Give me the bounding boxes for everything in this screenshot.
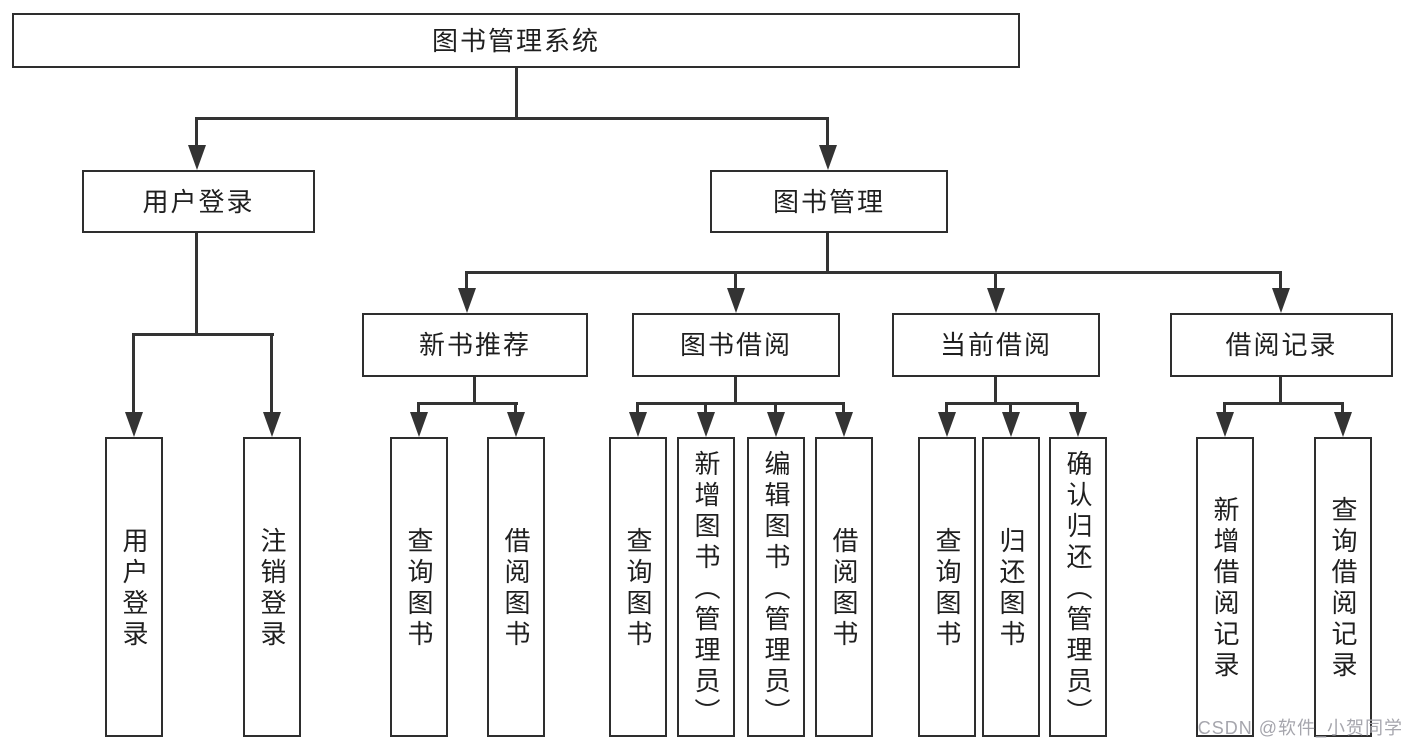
connector-line — [636, 402, 845, 405]
connector-line — [1076, 402, 1079, 414]
arrow-down-icon — [835, 412, 853, 437]
connector-line — [1223, 402, 1226, 414]
node-borrow-records: 借阅记录 — [1170, 313, 1393, 377]
connector-line — [1279, 271, 1282, 290]
connector-line — [945, 402, 948, 414]
leaf-query-borrow-record: 查询借阅记录 — [1314, 437, 1372, 737]
connector-line — [826, 117, 829, 147]
arrow-down-icon — [458, 288, 476, 313]
connector-line — [195, 117, 198, 147]
connector-line — [994, 271, 997, 290]
arrow-down-icon — [507, 412, 525, 437]
arrow-down-icon — [1272, 288, 1290, 313]
connector-line — [132, 333, 274, 336]
connector-line — [1279, 377, 1282, 405]
arrow-down-icon — [125, 412, 143, 437]
connector-line — [994, 377, 997, 405]
leaf-borrow-book-1: 借阅图书 — [487, 437, 545, 737]
connector-line — [842, 402, 845, 414]
arrow-down-icon — [1002, 412, 1020, 437]
arrow-down-icon — [819, 145, 837, 170]
arrow-down-icon — [727, 288, 745, 313]
node-library-management-system: 图书管理系统 — [12, 13, 1020, 68]
arrow-down-icon — [938, 412, 956, 437]
leaf-add-borrow-record: 新增借阅记录 — [1196, 437, 1254, 737]
node-book-borrowing: 图书借阅 — [632, 313, 840, 377]
connector-line — [132, 333, 135, 414]
connector-line — [1341, 402, 1344, 414]
leaf-edit-book-admin: 编辑图书（管理员） — [747, 437, 805, 737]
arrow-down-icon — [188, 145, 206, 170]
connector-line — [195, 233, 198, 336]
connector-line — [417, 402, 518, 405]
connector-line — [473, 377, 476, 405]
node-current-borrowing: 当前借阅 — [892, 313, 1100, 377]
arrow-down-icon — [987, 288, 1005, 313]
connector-line — [774, 402, 777, 414]
node-user-login: 用户登录 — [82, 170, 315, 233]
connector-line — [465, 271, 468, 290]
leaf-borrow-book-2: 借阅图书 — [815, 437, 873, 737]
arrow-down-icon — [697, 412, 715, 437]
connector-line — [1009, 402, 1012, 414]
connector-line — [734, 271, 737, 290]
leaf-query-book-3: 查询图书 — [918, 437, 976, 737]
leaf-return-book: 归还图书 — [982, 437, 1040, 737]
connector-line — [636, 402, 639, 414]
arrow-down-icon — [1069, 412, 1087, 437]
connector-line — [1223, 402, 1344, 405]
connector-line — [704, 402, 707, 414]
node-new-book-recommend: 新书推荐 — [362, 313, 588, 377]
leaf-query-book-2: 查询图书 — [609, 437, 667, 737]
connector-line — [417, 402, 420, 414]
connector-line — [465, 271, 1282, 274]
arrow-down-icon — [410, 412, 428, 437]
connector-line — [515, 68, 518, 120]
leaf-user-login: 用户登录 — [105, 437, 163, 737]
connector-line — [945, 402, 1079, 405]
connector-line — [195, 117, 829, 120]
connector-line — [270, 333, 273, 414]
arrow-down-icon — [1334, 412, 1352, 437]
connector-line — [734, 377, 737, 405]
arrow-down-icon — [629, 412, 647, 437]
node-book-management: 图书管理 — [710, 170, 948, 233]
leaf-query-book-1: 查询图书 — [390, 437, 448, 737]
connector-line — [514, 402, 517, 414]
arrow-down-icon — [767, 412, 785, 437]
arrow-down-icon — [1216, 412, 1234, 437]
arrow-down-icon — [263, 412, 281, 437]
leaf-add-book-admin: 新增图书（管理员） — [677, 437, 735, 737]
leaf-confirm-return-admin: 确认归还（管理员） — [1049, 437, 1107, 737]
csdn-watermark: CSDN @软件_小贺同学 — [1197, 718, 1403, 738]
connector-line — [826, 233, 829, 274]
leaf-logout: 注销登录 — [243, 437, 301, 737]
